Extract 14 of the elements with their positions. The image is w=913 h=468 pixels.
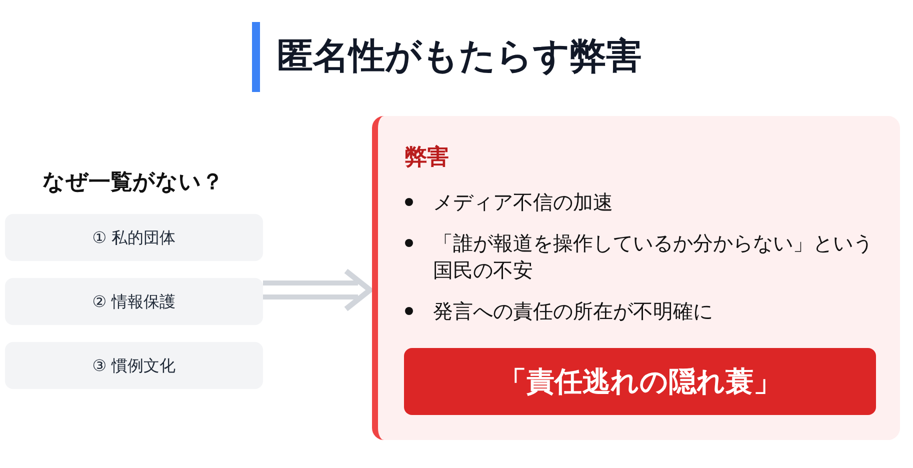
- highlight-banner: [404, 348, 876, 415]
- card-text: ② 情報保護: [92, 290, 176, 312]
- bullet-text: 発言への責任の所在が不明確に: [433, 298, 713, 325]
- info-panel: [372, 116, 900, 440]
- bullet-text: メディア不信の加速: [433, 189, 613, 216]
- card-text: ③ 慣例文化: [92, 354, 176, 376]
- arrow: [263, 268, 373, 312]
- card-text: ① 私的団体: [92, 226, 176, 248]
- reason-card: [5, 278, 263, 325]
- banner-text: 「責任逃れの隠れ蓑」: [498, 364, 782, 400]
- title: 匿名性がもたらす弊害: [277, 35, 642, 79]
- column-heading: なぜ一覧がない？: [42, 169, 224, 197]
- bullet-text: 「誰が報道を操作しているか分からない」という国民の不安: [433, 230, 874, 284]
- panel-heading: 弊害: [405, 144, 449, 172]
